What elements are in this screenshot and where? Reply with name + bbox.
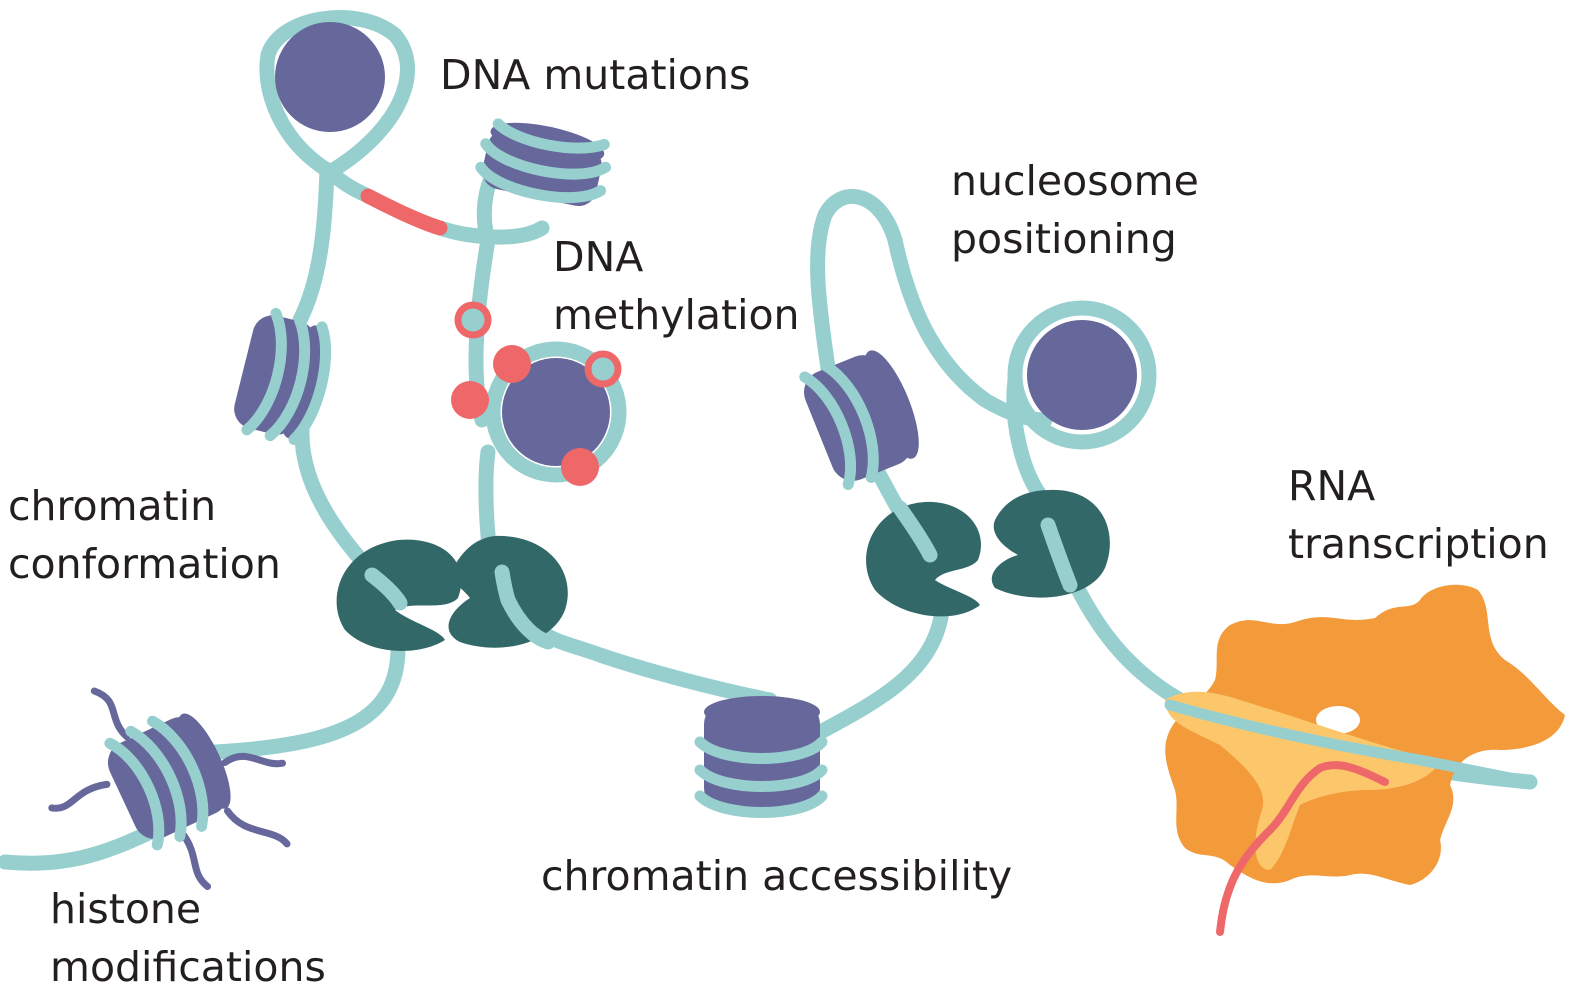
methyl-mark-filled-1 [493, 345, 531, 383]
nucleosome-left-vertical [234, 307, 332, 446]
dna-loop-tall [810, 188, 1053, 428]
dna-mutation-segment [360, 188, 448, 236]
methyl-mark-open-1 [454, 301, 492, 339]
label-chromatin-conformation-line2: conformation [8, 540, 281, 588]
label-nucleosome-positioning-line1: nucleosome [951, 157, 1199, 205]
dna-segment-to-left-cohesin [207, 640, 406, 760]
label-nucleosome-positioning: nucleosome positioning [951, 152, 1199, 268]
methyl-mark-open-2 [584, 350, 622, 388]
histone-tails [48, 687, 291, 890]
dna-segment-bottom-to-right [807, 592, 951, 743]
nucleosome-bottom [694, 696, 828, 818]
label-chromatin-conformation-line1: chromatin [8, 482, 217, 530]
label-rna-transcription: RNA transcription [1288, 457, 1549, 573]
dna-loop-methylated [485, 341, 627, 483]
label-rna-transcription-line2: transcription [1288, 520, 1549, 568]
dna-loop-top [259, 10, 415, 180]
methyl-mark-filled-3 [561, 448, 599, 486]
dna-over-right-cohesin [892, 500, 938, 563]
label-histone-modifications: histone modifications [50, 880, 326, 996]
dna-over-left-cohesin-2 [494, 564, 556, 650]
label-dna-mutations-text: DNA mutations [440, 51, 751, 99]
label-chromatin-accessibility-text: chromatin accessibility [541, 852, 1013, 900]
nucleosome-right-loop [1027, 320, 1137, 430]
label-dna-methylation: DNA methylation [553, 228, 800, 344]
nucleosome-upper-middle [475, 118, 612, 207]
rna-polymerase [1164, 584, 1565, 936]
label-dna-methylation-line2: methylation [553, 291, 800, 339]
polymerase-hole [1316, 706, 1360, 734]
methylation-marks [451, 301, 622, 486]
dna-segment-right-loop-down [1006, 372, 1048, 503]
label-dna-methylation-line1: DNA [553, 233, 644, 281]
dna-segment-upper-left [292, 162, 335, 328]
label-rna-transcription-line1: RNA [1288, 462, 1376, 510]
label-nucleosome-positioning-line2: positioning [951, 215, 1177, 263]
dna-through-polymerase [1164, 699, 1536, 788]
label-histone-modifications-line1: histone [50, 885, 202, 933]
nucleosome-top-loop [275, 22, 385, 132]
dna-over-left-cohesin [364, 567, 408, 611]
nucleosome-histone-modified [48, 687, 291, 890]
rna-transcript [1216, 761, 1389, 936]
label-chromatin-conformation: chromatin conformation [8, 477, 281, 593]
label-histone-modifications-line2: modifications [50, 943, 326, 991]
label-chromatin-accessibility: chromatin accessibility [541, 847, 1012, 905]
methyl-mark-filled-2 [451, 381, 489, 419]
nucleosome-methylated [502, 358, 610, 466]
dna-over-right-cohesin-2 [1040, 517, 1078, 593]
nucleosome-tilted-right [799, 350, 919, 491]
label-dna-mutations: DNA mutations [440, 46, 750, 104]
